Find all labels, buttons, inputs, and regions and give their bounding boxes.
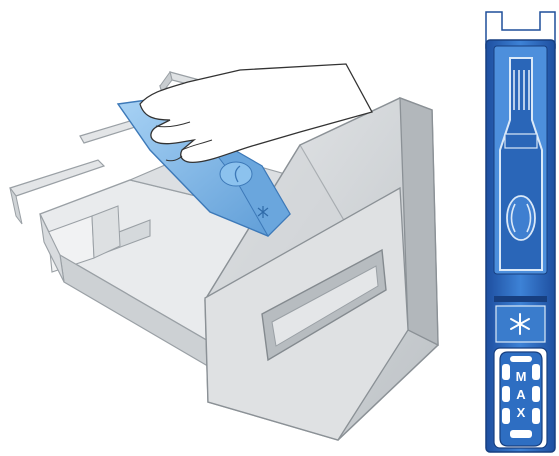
max-fill-indicator: M A X xyxy=(494,348,547,448)
max-letter-m: M xyxy=(516,369,527,384)
insert-panel: M A X xyxy=(486,12,555,452)
max-letter-x: X xyxy=(517,405,526,420)
detergent-drawer xyxy=(10,64,438,440)
max-letter-a: A xyxy=(516,387,526,402)
